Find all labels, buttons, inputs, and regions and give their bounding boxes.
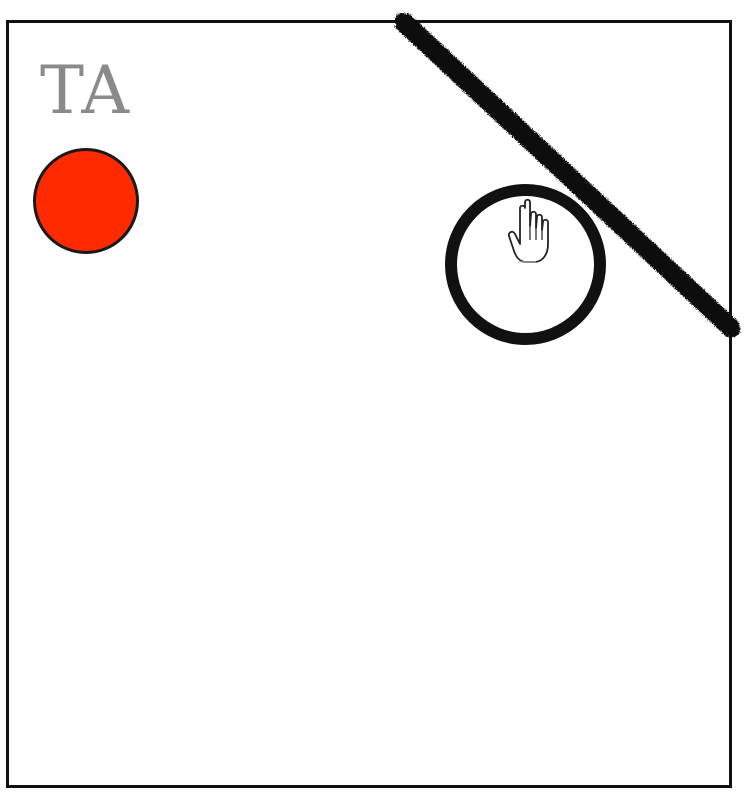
pointing-hand-icon xyxy=(507,198,549,263)
player-label: TA xyxy=(40,52,131,129)
player-token xyxy=(33,148,139,254)
game-arena[interactable] xyxy=(6,20,732,788)
